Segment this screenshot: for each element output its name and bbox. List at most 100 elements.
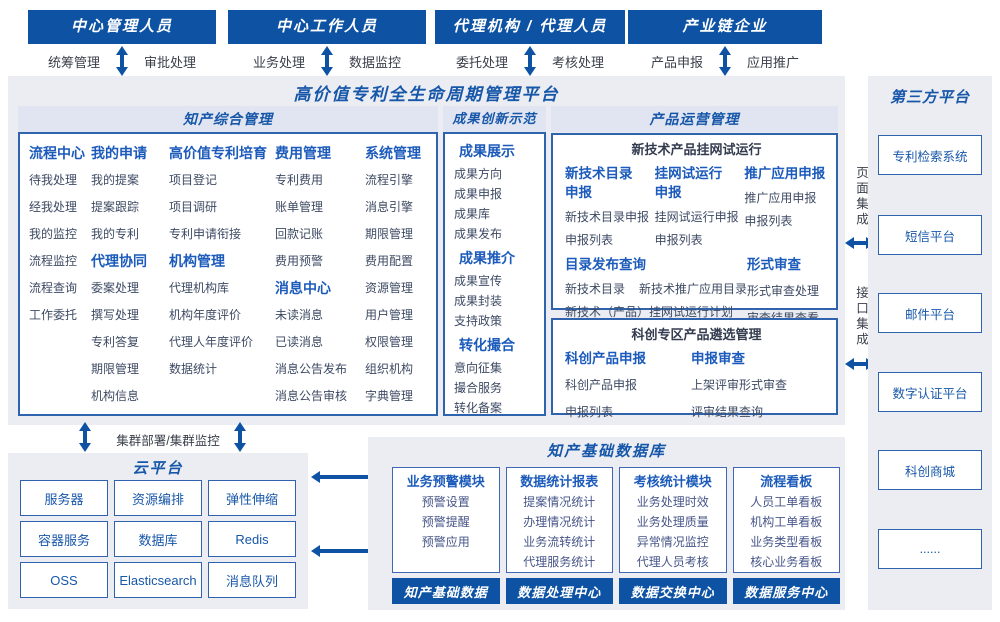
menu-item: 账单管理: [275, 200, 324, 214]
menu-item: 新技术目录: [565, 282, 626, 296]
section-header: 产品运营管理: [551, 106, 838, 132]
menu-item: 回款记账: [275, 227, 324, 241]
group-items: 待我处理经我处理我的监控流程监控流程查询工作委托: [29, 167, 91, 329]
group-title: 消息中心: [275, 280, 331, 296]
platform-panel: 高价值专利全生命周期管理平台 知产综合管理 流程中心 待我处理经我处理我的监控流…: [8, 76, 845, 425]
module-items: 人员工单看板机构工单看板业务类型看板核心业务看板: [734, 492, 840, 572]
menu-item: 新技术目录申报: [565, 210, 650, 224]
menu-item: 推广应用申报: [744, 191, 817, 205]
group-title: 挂网试运行申报: [654, 166, 723, 200]
box-subtitle: 科创专区产品遴选管理: [631, 327, 762, 342]
group-title: 新技术目录申报: [565, 166, 633, 200]
ip-management-box: 流程中心 待我处理经我处理我的监控流程监控流程查询工作委托 我的申请 我的提案提…: [18, 132, 438, 416]
group-title: 我的申请: [91, 145, 147, 161]
third-party-system: 数字认证平台: [878, 372, 982, 412]
ip-database-panel: 知产基础数据库 业务预警模块 预警设置预警提醒预警应用 数据统计报表 提案情况统…: [368, 437, 845, 610]
menu-item: 项目登记: [169, 173, 218, 187]
third-party-system: 邮件平台: [878, 293, 982, 333]
menu-item: 期限管理: [91, 362, 140, 376]
menu-item: 申报列表: [744, 214, 793, 228]
catalog-publish-group: 目录发布查询 新技术目录新技术推广应用目录 新技术（产品）挂网试运行计划: [565, 252, 747, 332]
role-functions: 委托处理 考核处理: [435, 46, 625, 76]
group-items: 流程引擎消息引擎期限管理费用配置资源管理用户管理权限管理组织机构字典管理: [365, 167, 427, 410]
cloud-service-box: 数据库: [114, 521, 202, 557]
menu-item: 申报列表: [654, 233, 703, 247]
module-title: 流程看板: [760, 474, 813, 489]
menu-item: 流程查询: [29, 281, 78, 295]
third-party-system: 专利检索系统: [878, 135, 982, 175]
menu-item: 专利费用: [275, 173, 324, 187]
group-title: 成果展示: [459, 143, 515, 159]
group-title: 形式审查: [747, 257, 801, 272]
module-items: 业务处理时效业务处理质量异常情况监控代理人员考核: [620, 492, 726, 572]
role-functions: 产品申报 应用推广: [628, 46, 822, 76]
section-ip-management: 知产综合管理 流程中心 待我处理经我处理我的监控流程监控流程查询工作委托 我的申…: [18, 106, 438, 416]
data-center-button: 知产基础数据: [392, 578, 500, 604]
menu-item: 成果发布: [454, 227, 503, 241]
cloud-service-box: 消息队列: [208, 562, 296, 598]
menu-item: 代理服务统计: [523, 555, 596, 569]
ipm-column: 费用管理 专利费用账单管理回款记账费用预警 消息中心 未读消息已读消息消息公告发…: [275, 140, 365, 408]
ipm-column: 我的申请 我的提案提案跟踪我的专利 代理协同 委案处理撰写处理专利答复期限管理机…: [91, 140, 169, 408]
trial-operation-box: 新技术产品挂网试运行 新技术目录申报 新技术目录申报申报列表 挂网试运行申报 挂…: [551, 133, 838, 325]
menu-item: 预警应用: [421, 535, 470, 549]
page-integration-label: 页面集成: [854, 166, 868, 228]
menu-item: 意向征集: [454, 361, 503, 375]
role-functions: 业务处理 数据监控: [228, 46, 426, 76]
menu-item: 新技术推广应用目录: [639, 282, 748, 296]
interface-integration-label: 接口集成: [854, 286, 868, 348]
menu-item: 经我处理: [29, 200, 78, 214]
menu-item: 成果库: [454, 207, 491, 221]
module-title: 业务预警模块: [406, 474, 485, 489]
trial-column: 挂网试运行申报 挂网试运行申报申报列表: [655, 161, 741, 252]
menu-item: 工作委托: [29, 308, 78, 322]
module-title: 考核统计模块: [633, 474, 712, 489]
menu-item: 费用配置: [365, 254, 414, 268]
third-party-title: 第三方平台: [889, 89, 970, 106]
vertical-double-arrow-icon: [116, 46, 128, 76]
menu-item: 流程监控: [29, 254, 78, 268]
section-header: 成果创新示范: [443, 106, 546, 132]
group-title: 代理协同: [91, 253, 147, 269]
menu-item: 权限管理: [365, 335, 414, 349]
cloud-service-box: 弹性伸缩: [208, 480, 296, 516]
role-title: 中心管理人员: [28, 10, 216, 44]
menu-item: 异常情况监控: [636, 535, 709, 549]
menu-item: 资源管理: [365, 281, 414, 295]
menu-item: 科创产品申报: [565, 378, 638, 392]
role-title: 代理机构 / 代理人员: [435, 10, 625, 44]
menu-item: 提案情况统计: [523, 495, 596, 509]
third-party-panel: 第三方平台 专利检索系统 短信平台 邮件平台 数字认证平台 科创商城 .....…: [868, 76, 992, 610]
platform-title: 高价值专利全生命周期管理平台: [293, 85, 560, 104]
menu-item: 申报列表: [565, 405, 614, 419]
menu-item: 撰写处理: [91, 308, 140, 322]
ip-database-title: 知产基础数据库: [546, 443, 666, 460]
menu-item: 我的监控: [29, 227, 78, 241]
group-items: 代理机构库机构年度评价代理人年度评价数据统计: [169, 275, 275, 383]
cluster-label: 集群部署/集群监控: [116, 434, 220, 448]
menu-item: 形式审查处理: [747, 284, 820, 298]
menu-item: 数据统计: [169, 362, 218, 376]
section-product-ops: 产品运营管理 新技术产品挂网试运行 新技术目录申报 新技术目录申报申报列表 挂网…: [551, 106, 838, 419]
menu-item: 专利申请衔接: [169, 227, 242, 241]
group-title: 转化撮合: [459, 337, 515, 353]
menu-item: 人员工单看板: [750, 495, 823, 509]
menu-item: 办理情况统计: [523, 515, 596, 529]
third-party-system: ......: [878, 529, 982, 569]
group-items: 项目登记项目调研专利申请衔接: [169, 167, 275, 248]
group-title: 成果推介: [459, 250, 515, 266]
trial-column: 推广应用申报 推广应用申报申报列表: [744, 161, 828, 252]
menu-item: 申报列表: [565, 233, 614, 247]
db-module: 流程看板 人员工单看板机构工单看板业务类型看板核心业务看板: [732, 467, 840, 573]
menu-item: 核心业务看板: [750, 555, 823, 569]
role-functions: 统筹管理 审批处理: [28, 46, 216, 76]
group-title: 申报审查: [691, 351, 745, 366]
menu-item: 上架评审形式审查: [691, 378, 788, 392]
vertical-double-arrow-icon: [719, 46, 731, 76]
vertical-double-arrow-icon: [234, 422, 246, 452]
module-items: 预警设置预警提醒预警应用: [393, 492, 499, 552]
menu-item: 业务流转统计: [523, 535, 596, 549]
role-function-label: 统筹管理: [47, 54, 100, 70]
role-function-label: 应用推广: [747, 54, 800, 70]
cloud-service-box: 服务器: [20, 480, 108, 516]
